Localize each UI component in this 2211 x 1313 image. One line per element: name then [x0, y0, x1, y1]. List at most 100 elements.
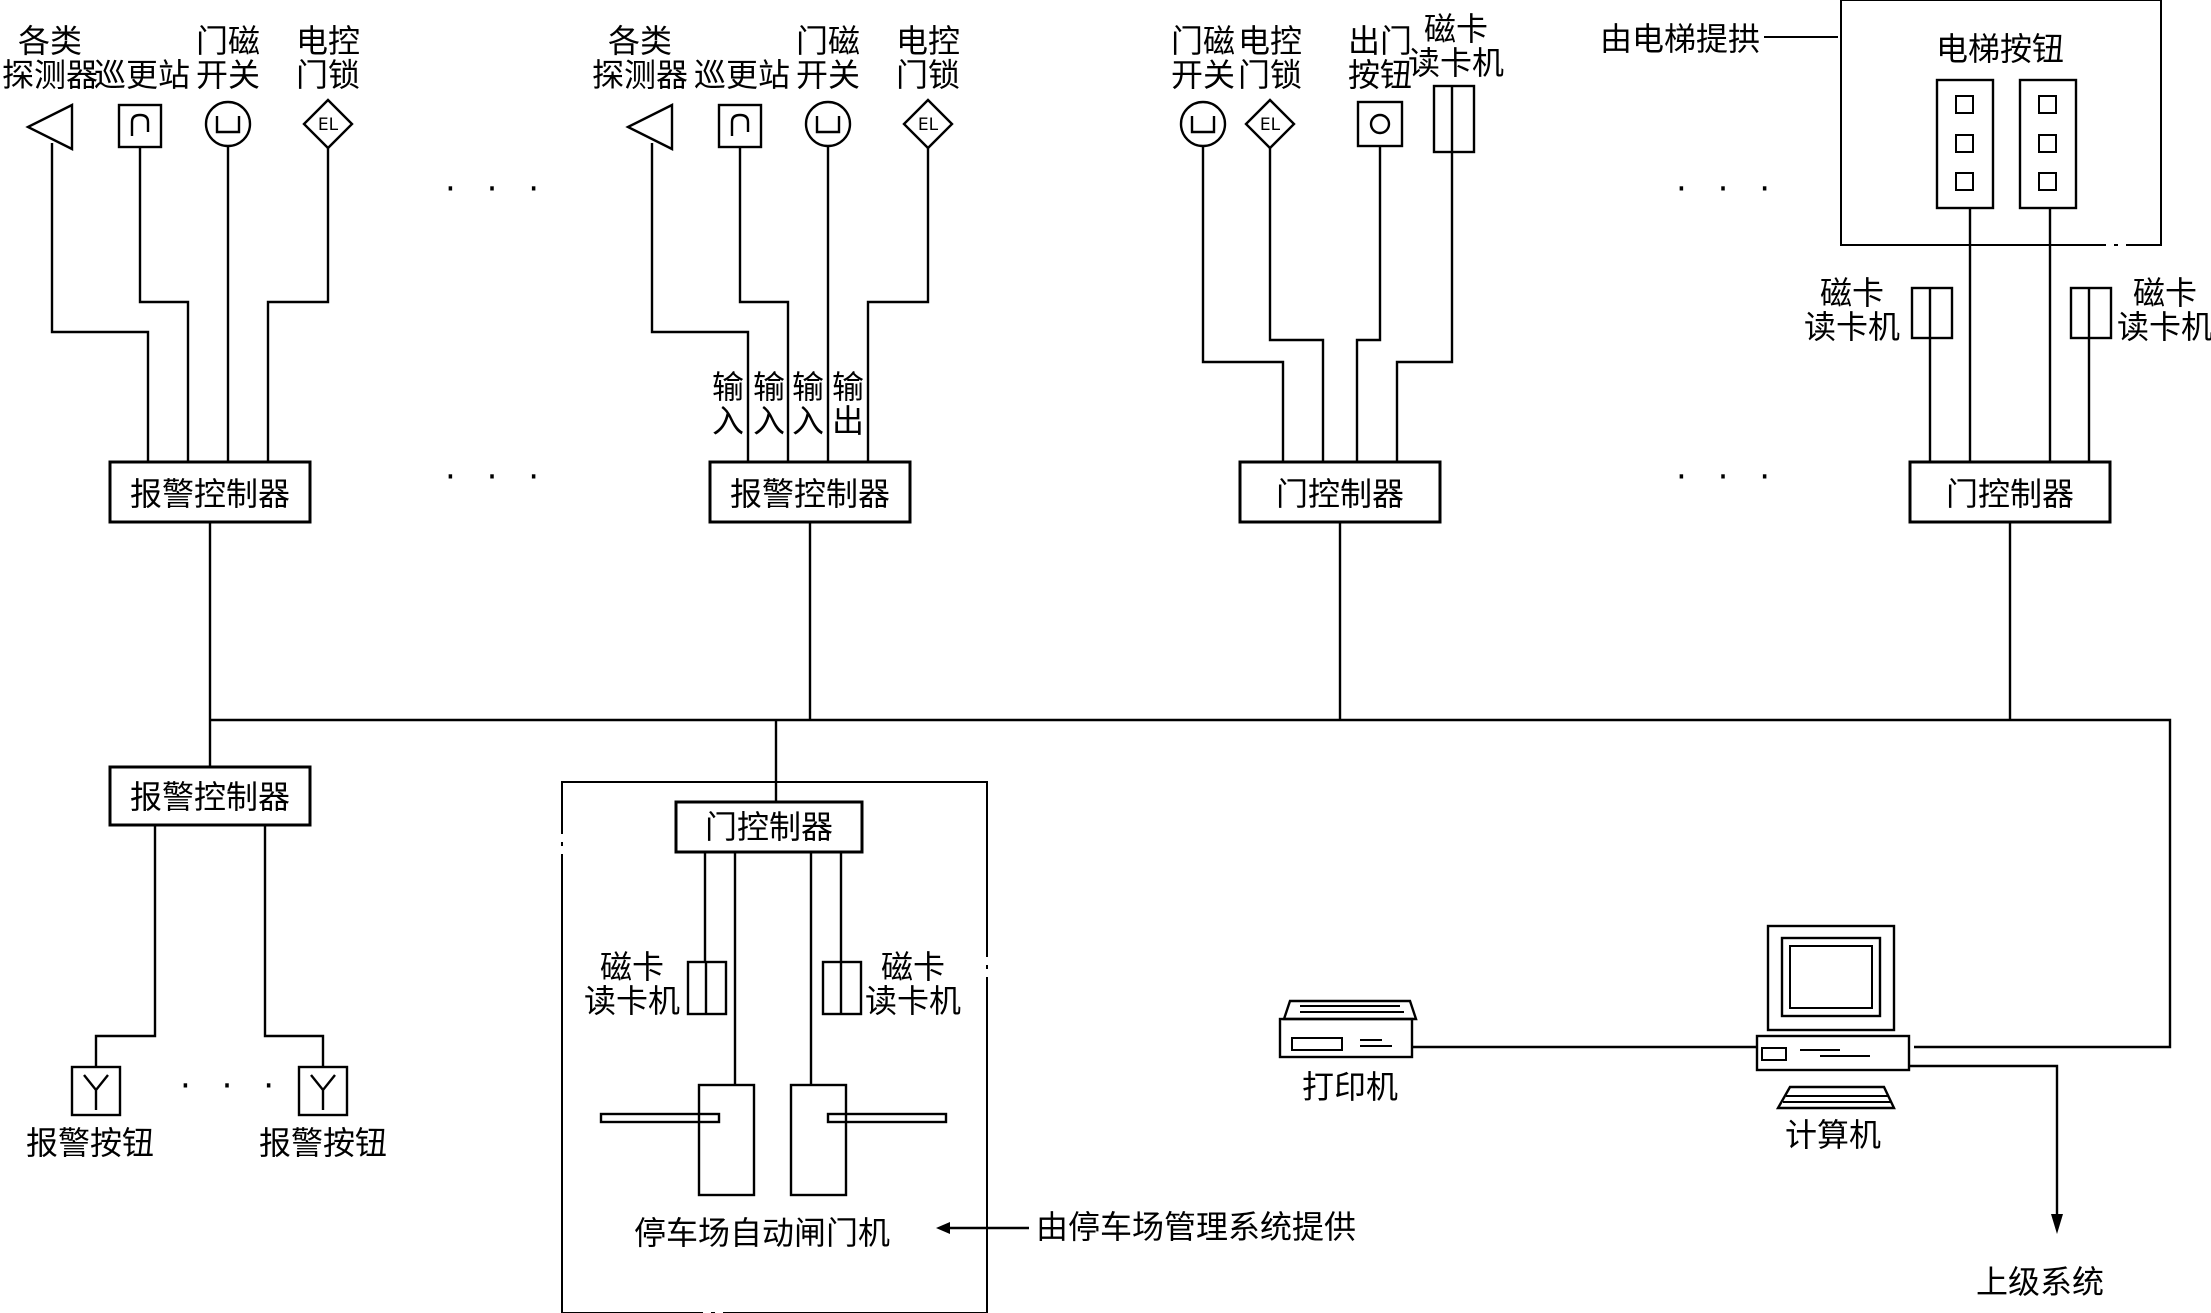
alarm-controller-2 [708, 460, 912, 524]
parking-provided-by-label: 由停车场管理系统提供 [1036, 1208, 1356, 1246]
label-card-reader-parking-right-line1: 磁卡 [881, 948, 945, 986]
label-detectors-line1: 各类 [18, 22, 82, 60]
ellipsis-2: · · · [445, 457, 549, 497]
printer-icon [1278, 999, 1418, 1059]
alarm-controller-1-label: 报警控制器 [130, 475, 290, 513]
electric-lock-icon: EL [1244, 98, 1296, 150]
patrol-station-icon [717, 103, 763, 149]
io-input-3-line2: 入 [792, 402, 824, 440]
io-output-line1: 输 [832, 368, 864, 406]
group-elevator: 由电梯提拱 电梯按钮 磁卡 读卡机 磁卡 读卡机 [1600, 0, 2211, 720]
label-door-magnet-line2: 开关 [196, 56, 260, 94]
label-door-magnet-3-line2: 开关 [1171, 56, 1235, 94]
io-input-1-line2: 入 [712, 402, 744, 440]
door-controller-1 [1238, 460, 1442, 524]
ellipsis-5: · · · [180, 1066, 284, 1106]
label-electric-lock-line1: 电控 [296, 22, 360, 60]
alarm-controller-2-label: 报警控制器 [730, 475, 890, 513]
alarm-button-label-1: 报警按钮 [26, 1124, 154, 1162]
label-card-reader-elev-right-line2: 读卡机 [2117, 308, 2211, 346]
detector-icon [25, 103, 74, 151]
label-detectors-2-line1: 各类 [608, 22, 672, 60]
parking-provided-box [561, 781, 988, 1313]
label-card-reader-parking-right-line2: 读卡机 [865, 982, 961, 1020]
label-electric-lock-2-line2: 门锁 [896, 56, 960, 94]
elevator-button-panel-right [2018, 78, 2078, 210]
computer-icon [1755, 924, 1911, 1110]
label-card-reader-line2: 读卡机 [1408, 44, 1504, 82]
ellipsis-3: · · · [1676, 169, 1780, 209]
label-card-reader-elev-left-line1: 磁卡 [1820, 274, 1884, 312]
label-card-reader-elev-left-line2: 读卡机 [1804, 308, 1900, 346]
arrow-head-left [936, 1222, 950, 1234]
label-patrol-station: 巡更站 [94, 56, 190, 94]
door-controller-elevator-label: 门控制器 [1946, 475, 2074, 513]
ellipsis-1: · · · [445, 169, 549, 209]
label-exit-button-line1: 出门 [1348, 22, 1412, 60]
door-controller-1-label: 门控制器 [1276, 475, 1404, 513]
group-alarm-1: 各类 探测器 巡更站 门磁 开关 电控 门锁 EL 报警控制器 [2, 22, 360, 720]
door-magnet-icon [204, 100, 252, 148]
card-reader-icon [821, 960, 863, 1016]
patrol-station-icon [117, 103, 163, 149]
io-input-3-line1: 输 [792, 368, 824, 406]
alarm-button-label-2: 报警按钮 [259, 1124, 387, 1162]
parking-gate-label: 停车场自动闸门机 [634, 1214, 890, 1252]
io-input-2-line2: 入 [753, 402, 785, 440]
label-exit-button-line2: 按钮 [1348, 56, 1412, 94]
door-magnet-icon [1179, 100, 1227, 148]
alarm-controller-3 [108, 765, 312, 827]
elevator-buttons-title: 电梯按钮 [1936, 30, 2064, 68]
card-reader-icon [1432, 84, 1476, 154]
door-magnet-icon [804, 100, 852, 148]
card-reader-icon [1910, 286, 1954, 340]
label-electric-lock-3-line1: 电控 [1238, 22, 1302, 60]
label-card-reader-elev-right-line1: 磁卡 [2133, 274, 2197, 312]
upper-system-label: 上级系统 [1976, 1263, 2104, 1301]
elevator-provided-box [1840, 0, 2162, 246]
main-bus [210, 718, 2172, 1049]
group-computer: 打印机 计算机 上级系统 [1278, 924, 2104, 1301]
upper-system-link [1909, 1064, 2059, 1218]
electric-lock-icon: EL [902, 98, 954, 150]
detector-icon [625, 103, 674, 151]
label-card-reader-line1: 磁卡 [1424, 10, 1488, 48]
alarm-controller-3-label: 报警控制器 [130, 778, 290, 816]
parking-gate-icon [599, 1083, 948, 1197]
group-alarm-lower: 报警控制器 · · · 报警按钮 报警按钮 [26, 720, 387, 1162]
label-electric-lock-2-line1: 电控 [896, 22, 960, 60]
label-electric-lock-line2: 门锁 [296, 56, 360, 94]
printer-label: 打印机 [1302, 1068, 1398, 1106]
card-reader-icon [2069, 286, 2113, 340]
elevator-provided-by-label: 由电梯提拱 [1600, 20, 1760, 58]
exit-button-icon [1356, 100, 1404, 148]
ellipsis-4: · · · [1676, 457, 1780, 497]
group-parking: 门控制器 磁卡 读卡机 磁卡 读卡机 停车场自动闸门机 由停车场管理系统提供 [561, 720, 1356, 1313]
svg-text:EL: EL [318, 115, 339, 135]
group-alarm-2: 各类 探测器 巡更站 门磁 开关 电控 门锁 EL 输 入 输 入 输 入 输 … [592, 22, 960, 720]
alarm-button-icon [70, 1065, 122, 1117]
label-card-reader-parking-left-line2: 读卡机 [584, 982, 680, 1020]
label-card-reader-parking-left-line1: 磁卡 [600, 948, 664, 986]
group-door-1: 门磁 开关 电控 门锁 出门 按钮 磁卡 读卡机 EL 门控制器 [1171, 10, 1504, 720]
computer-label: 计算机 [1785, 1116, 1881, 1154]
io-input-1-line1: 输 [712, 368, 744, 406]
label-door-magnet-2-line1: 门磁 [796, 22, 860, 60]
label-door-magnet-2-line2: 开关 [796, 56, 860, 94]
label-door-magnet-3-line1: 门磁 [1171, 22, 1235, 60]
label-electric-lock-3-line2: 门锁 [1238, 56, 1302, 94]
svg-text:EL: EL [918, 115, 939, 135]
svg-text:EL: EL [1260, 115, 1281, 135]
io-output-line2: 出 [832, 402, 864, 440]
card-reader-icon [686, 960, 728, 1016]
io-input-2-line1: 输 [753, 368, 785, 406]
elevator-button-panel-left [1935, 78, 1995, 210]
electric-lock-icon: EL [302, 98, 354, 150]
alarm-button-icon [297, 1065, 349, 1117]
label-patrol-station-2: 巡更站 [694, 56, 790, 94]
label-detectors-2-line2: 探测器 [592, 56, 688, 94]
label-detectors-line2: 探测器 [2, 56, 98, 94]
arrow-head-down [2051, 1214, 2063, 1234]
door-controller-parking-label: 门控制器 [705, 808, 833, 846]
